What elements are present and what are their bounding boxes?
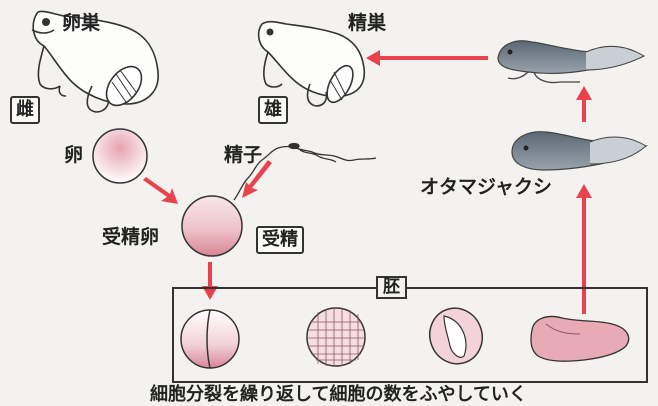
ovary-label: 卵巣	[62, 14, 100, 33]
female-label: 雌	[10, 96, 40, 124]
tadpole-label: オタマジャクシ	[420, 178, 552, 197]
embryo-stages-frame	[172, 287, 648, 383]
egg-label: 卵	[64, 146, 83, 165]
arrow-tadpole-to-frog	[378, 56, 488, 60]
arrow-egg-to-zygote	[143, 177, 178, 204]
arrow-zygote-to-embryo	[208, 262, 212, 288]
tadpole-icon	[512, 132, 646, 170]
arrow-tadpole-up	[582, 98, 586, 122]
tadpole-with-legs-icon	[498, 41, 644, 83]
male-frog-icon	[259, 22, 365, 107]
sperm-label: 精子	[224, 146, 262, 165]
fertilization-label: 受精	[256, 226, 304, 254]
egg-cell-icon	[93, 129, 147, 183]
cell-division-caption: 細胞分裂を繰り返して細胞の数をふやしていく	[150, 380, 527, 406]
fertilized-egg-label: 受精卵	[102, 228, 159, 247]
male-label: 雄	[258, 96, 288, 124]
testis-label: 精巣	[348, 14, 386, 33]
embryo-label: 胚	[376, 276, 407, 299]
fertilized-egg-icon	[182, 196, 242, 256]
